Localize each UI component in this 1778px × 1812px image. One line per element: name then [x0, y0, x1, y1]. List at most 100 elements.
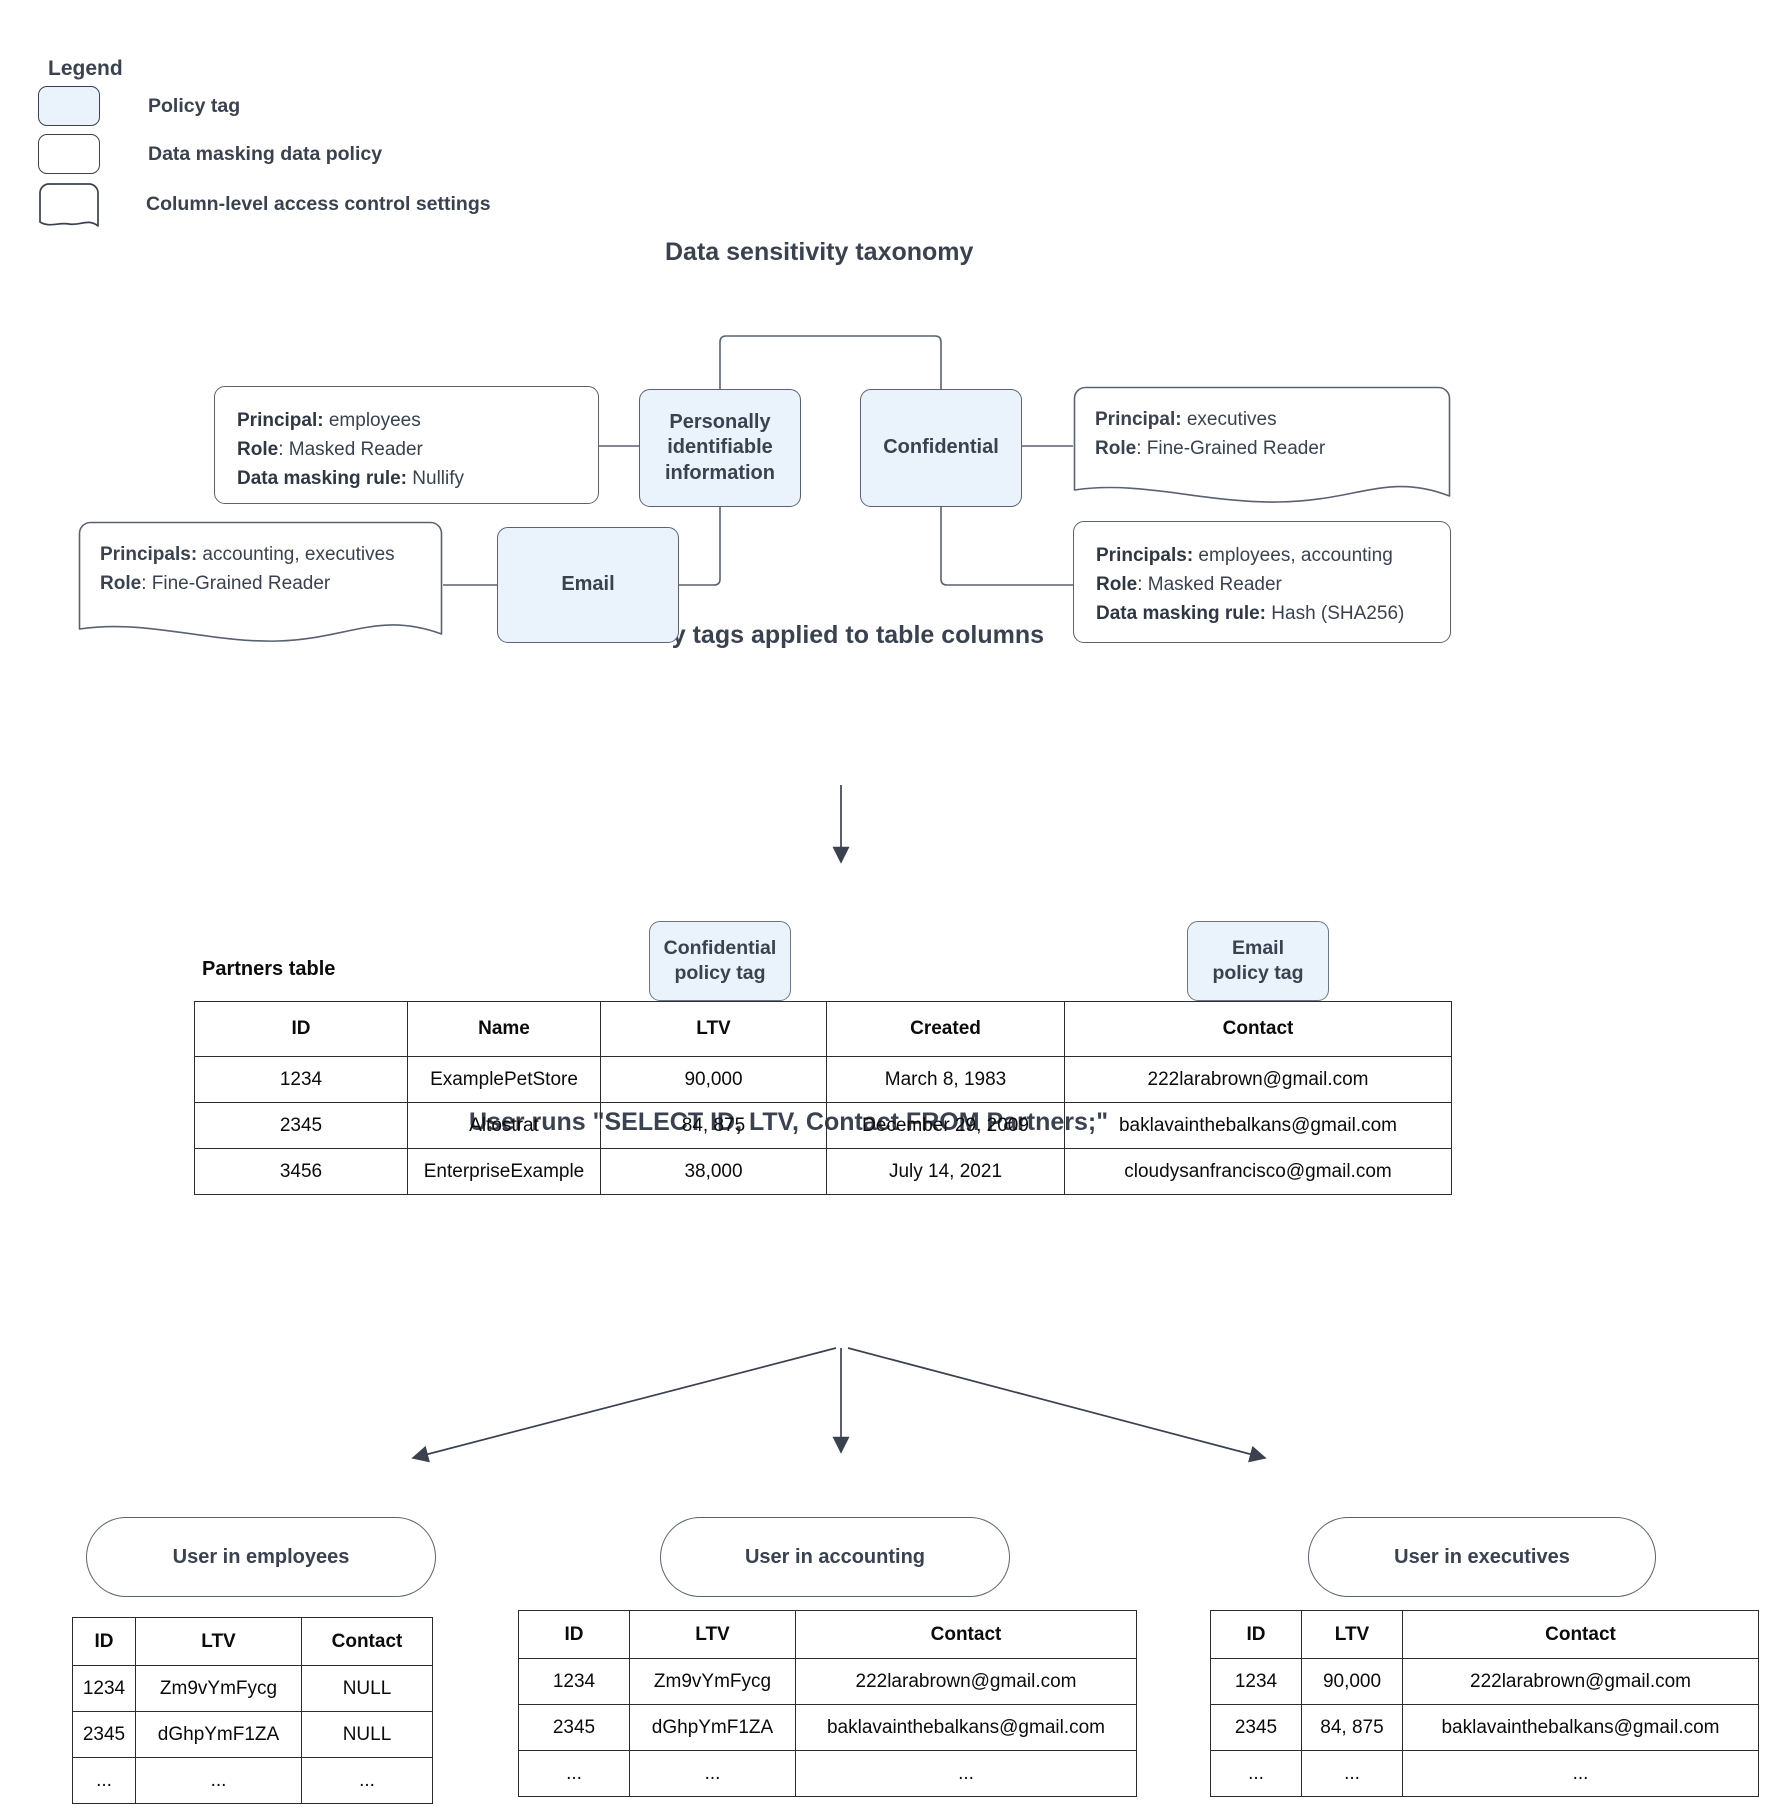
cell-ltv: ... — [1301, 1750, 1403, 1797]
confidential-policy-tag-callout[interactable]: Confidential policy tag — [649, 921, 791, 1001]
cell-ltv: dGhpYmF1ZA — [135, 1711, 302, 1758]
principal-label: Principal: — [1095, 409, 1182, 430]
principals-label: Principals: — [100, 544, 198, 565]
pill-label: User in executives — [1394, 1545, 1570, 1568]
policy-tag-swatch-icon — [38, 86, 100, 126]
cell-ltv: 90,000 — [600, 1056, 827, 1103]
table-row: 3456 EnterpriseExample 38,000 July 14, 2… — [194, 1148, 1452, 1195]
partners-table-label: Partners table — [202, 958, 336, 980]
node-confidential[interactable]: Confidential — [860, 389, 1022, 507]
callout-line-2: policy tag — [1212, 962, 1304, 984]
pill-label: User in accounting — [744, 1545, 926, 1568]
email-policy-tag-callout[interactable]: Email policy tag — [1187, 921, 1329, 1001]
node-email[interactable]: Email — [497, 527, 679, 643]
principals-label: Principals: — [1096, 545, 1194, 566]
role-value: : Masked Reader — [278, 438, 423, 460]
table-row: 2345 dGhpYmF1ZA baklavainthebalkans@gmai… — [518, 1704, 1137, 1751]
principal-value: employees — [323, 410, 421, 431]
legend-item-column-access-settings: Column-level access control settings — [38, 182, 491, 227]
cell-name: ExamplePetStore — [407, 1056, 601, 1103]
cell-id: ... — [1210, 1750, 1302, 1797]
pii-data-masking-policy-box: Principal: employees Role: Masked Reader… — [214, 386, 599, 504]
masking-rule-label: Data masking rule: — [1096, 602, 1266, 624]
table-row: 2345 84, 875 baklavainthebalkans@gmail.c… — [1210, 1704, 1759, 1751]
table-header-row: ID LTV Contact — [518, 1610, 1137, 1659]
result-table-accounting: ID LTV Contact 1234 Zm9vYmFycg 222larabr… — [518, 1610, 1137, 1797]
role-label: Role — [237, 438, 279, 460]
column-header-contact: Contact — [1064, 1001, 1452, 1057]
result-table-executives: ID LTV Contact 1234 90,000 222larabrown@… — [1210, 1610, 1759, 1797]
role-row: Role: Fine-Grained Reader — [100, 570, 421, 599]
policy-applied-section-title: Policy tags applied to table columns — [612, 621, 1045, 649]
table-header-row: ID LTV Contact — [1210, 1610, 1759, 1659]
cell-created: July 14, 2021 — [826, 1148, 1065, 1195]
legend-item-label: Data masking data policy — [148, 142, 383, 165]
cell-id: 1234 — [72, 1665, 136, 1712]
node-label: Confidential — [883, 436, 999, 459]
cell-contact: baklavainthebalkans@gmail.com — [1402, 1704, 1759, 1751]
table-row: 2345 Altostrat 84, 875 December 29, 2009… — [194, 1102, 1452, 1149]
cell-ltv: 84, 875 — [600, 1102, 827, 1149]
result-table-employees: ID LTV Contact 1234 Zm9vYmFycg NULL 2345… — [72, 1617, 433, 1804]
cell-id: 1234 — [1210, 1658, 1302, 1705]
cell-id: 1234 — [194, 1056, 408, 1103]
role-label: Role — [1095, 437, 1137, 459]
table-row: 1234 90,000 222larabrown@gmail.com — [1210, 1658, 1759, 1705]
cell-contact: NULL — [301, 1711, 433, 1758]
cell-ltv: 84, 875 — [1301, 1704, 1403, 1751]
legend-item-data-masking-policy: Data masking data policy — [38, 134, 382, 174]
table-row: 1234 Zm9vYmFycg NULL — [72, 1665, 433, 1712]
cell-contact: ... — [795, 1750, 1137, 1797]
pill-user-in-accounting[interactable]: User in accounting — [660, 1517, 1010, 1597]
masking-rule-label: Data masking rule: — [237, 467, 407, 489]
column-header-contact: Contact — [301, 1617, 433, 1666]
table-row: ... ... ... — [518, 1750, 1137, 1797]
cell-ltv: Zm9vYmFycg — [629, 1658, 796, 1705]
principal-row: Principal: executives — [1095, 406, 1429, 435]
column-header-id: ID — [1210, 1610, 1302, 1659]
column-header-contact: Contact — [795, 1610, 1137, 1659]
cell-contact: 222larabrown@gmail.com — [1402, 1658, 1759, 1705]
legend-item-label: Policy tag — [148, 94, 241, 117]
role-row: Role: Fine-Grained Reader — [1095, 435, 1429, 464]
legend-title: Legend — [48, 57, 123, 80]
confidential-column-access-settings-box: Principal: executives Role: Fine-Grained… — [1073, 386, 1451, 504]
cell-id: ... — [72, 1757, 136, 1804]
role-row: Role: Masked Reader — [1096, 571, 1428, 600]
role-value: : Fine-Grained Reader — [141, 572, 331, 594]
cell-ltv: ... — [135, 1757, 302, 1804]
table-row: 2345 dGhpYmF1ZA NULL — [72, 1711, 433, 1758]
legend-item-policy-tag: Policy tag — [38, 86, 240, 126]
masking-rule-row: Data masking rule: Nullify — [237, 465, 576, 494]
node-label: Personally identifiable information — [665, 410, 775, 484]
column-header-id: ID — [518, 1610, 630, 1659]
pill-user-in-executives[interactable]: User in executives — [1308, 1517, 1656, 1597]
node-personally-identifiable-information[interactable]: Personally identifiable information — [639, 389, 801, 507]
pill-user-in-employees[interactable]: User in employees — [86, 1517, 436, 1597]
column-header-created: Created — [826, 1001, 1065, 1057]
callout-line-1: Email — [1231, 936, 1285, 959]
column-header-id: ID — [72, 1617, 136, 1666]
principals-row: Principals: employees, accounting — [1096, 542, 1428, 571]
masking-rule-row: Data masking rule: Hash (SHA256) — [1096, 600, 1428, 629]
principal-label: Principal: — [237, 410, 324, 431]
cell-contact: NULL — [301, 1665, 433, 1712]
legend-item-label: Column-level access control settings — [146, 192, 491, 215]
principals-value: accounting, executives — [197, 544, 395, 565]
masking-rule-value: Hash (SHA256) — [1266, 602, 1405, 624]
cell-id: 1234 — [518, 1658, 630, 1705]
principal-value: executives — [1181, 409, 1277, 430]
column-header-ltv: LTV — [135, 1617, 302, 1666]
table-row: ... ... ... — [1210, 1750, 1759, 1797]
cell-contact: 222larabrown@gmail.com — [1064, 1056, 1452, 1103]
cell-contact: cloudysanfrancisco@gmail.com — [1064, 1148, 1452, 1195]
partners-table: ID Name LTV Created Contact 1234 Example… — [194, 1001, 1452, 1195]
principals-row: Principals: accounting, executives — [100, 541, 421, 570]
cell-ltv: ... — [629, 1750, 796, 1797]
column-header-ltv: LTV — [600, 1001, 827, 1057]
column-header-ltv: LTV — [629, 1610, 796, 1659]
cell-id: 2345 — [72, 1711, 136, 1758]
taxonomy-section-title: Data sensitivity taxonomy — [665, 238, 974, 266]
column-header-name: Name — [407, 1001, 601, 1057]
column-access-settings-swatch-icon — [38, 182, 100, 227]
